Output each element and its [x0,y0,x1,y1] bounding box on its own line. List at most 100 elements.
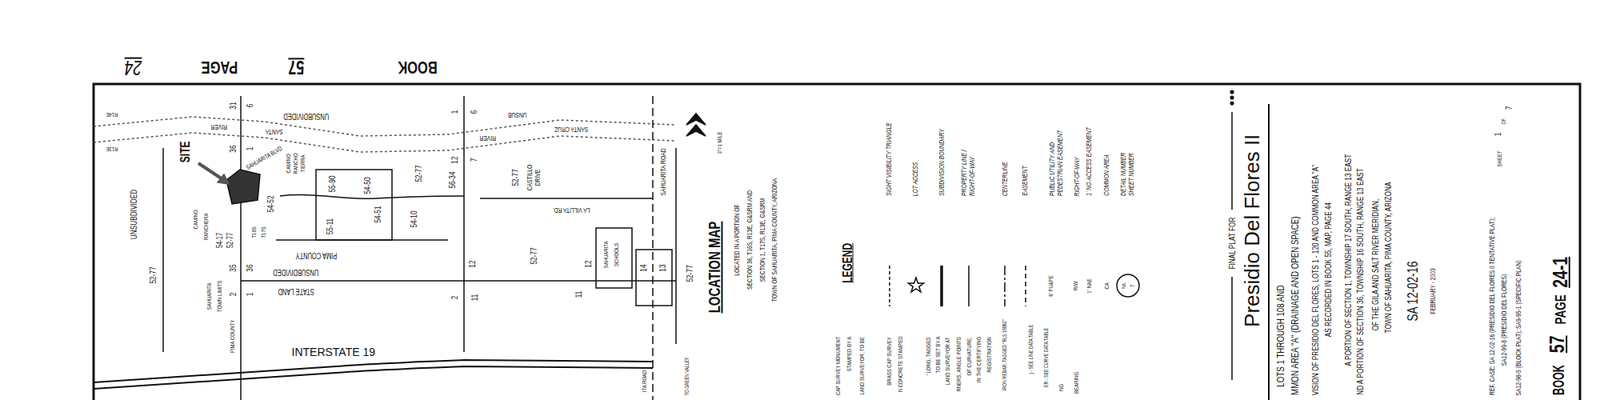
section-line [463,96,465,352]
legend-symbol [968,265,970,307]
parcel-outline [636,249,672,306]
title-block-text: AS RECORDED IN BOOK 55, MAP, PAGE 44 [1323,202,1333,337]
map-label: SANTA [264,127,283,136]
road-line [280,195,464,200]
map-heading: LOCATED IN A PORTION OF [732,204,741,276]
map-label: SAHUARITA ROAD [660,148,668,196]
legend-note: ) - SEE LINE DATA TABLE [1027,324,1034,375]
map-label: 52-77 [413,164,424,182]
legend-text: SUBDIVISION BOUNDARY [937,129,946,196]
title-block-text: OF [1500,118,1508,124]
map-label: PIMA COUNTY [229,319,237,352]
road-centerline [652,96,654,400]
map-label: STATE LAND [278,287,315,296]
map-label: TIERRA [300,154,308,172]
legend-note: ' LONG, TAGGED [925,336,933,376]
map-label: UNSUBDIVIDED [283,112,329,121]
road-line [675,148,677,344]
legend-abbreviation: No. [1120,282,1127,289]
title-block-text: SA 12-02-16 [1405,260,1422,321]
map-label: 35 [228,264,238,272]
map-label: 55-90 [327,175,337,192]
legend-note: LAND SURVEYOR, TO BE [859,336,867,395]
river-edge [93,116,676,136]
map-label: 1 [244,292,255,297]
map-label: 54-50 [362,176,372,194]
map-label: 56-34 [447,171,457,188]
map-label: T16S [251,226,259,238]
book-page-stamp: 57 [1545,335,1569,353]
map-label: 54-52 [265,195,276,212]
legend-note: REGISTRATION [986,336,994,373]
map-label: RIVER [479,133,496,142]
legend-note: BRASS CAP SURVEY [885,336,893,385]
map-label: UNSUB [508,110,528,119]
book-page-stamp: BOOK [1549,364,1568,396]
legend-symbol [1004,265,1006,307]
title-block-text: SHEET [1496,150,1504,167]
book-page-stamp: PAGE [1553,294,1570,324]
legend-abbreviation: 8' PU&PE [1048,275,1056,296]
map-label: 52-77 [148,266,158,284]
map-label: INTERSTATE 19 [292,346,376,359]
map-label: 1 [244,147,255,152]
map-heading: TOWN OF SAHUARITA, PIMA COUNTY, ARIZONA [771,178,780,303]
map-label: R14E [106,110,119,118]
map-label: 3"=1 MILE [716,131,724,154]
highway-line [93,366,653,389]
map-label: SANTA CRUZ [554,124,588,133]
map-label: R13E [106,144,119,152]
map-heading: LEGEND [840,243,855,284]
title-block-text: ND A PORTION OF SECTION 36, TOWNSHIP 16 … [1355,168,1365,396]
map-label: 6 [244,104,255,108]
sheet-border [93,84,1580,400]
map-label: SITE [178,140,193,163]
legend-text: PUBLIC UTILITY AND PEDESTRIAN EASEMENT [1048,127,1064,196]
legend-note: ER - SEE CURVE DATA TABLE [1042,328,1049,388]
map-label: SCHOOLS [613,242,621,266]
map-label: T17S [260,226,268,238]
legend-text: COMMON AREA [1103,154,1112,196]
section-line [240,280,676,282]
legend-abbreviation: 1' NAE [1085,278,1093,293]
map-label: CASTILLO [526,164,535,192]
book-page-stamp: 24-1 [1548,256,1572,288]
map-label: CAMINO [192,209,200,229]
parcel-outline [316,169,392,240]
plat-title: Presidio Del Flores II [1240,134,1264,328]
map-label: 54-17 [215,232,224,248]
legend-note: LAND SURVEYOR AT [944,336,952,385]
map-label: 11 [572,291,583,299]
title-block-text: FINAL PLAT FOR [1227,217,1237,270]
book-page-stamp: BOOK [397,57,438,77]
map-label: ITA ROAD [640,369,648,392]
legend-symbol [908,277,924,292]
title-block-text: SA12-98-5 (BLOCK PLAT); SA9-95-1 (SPECIF… [1514,260,1523,396]
legend-text: SIGHT VISIBILITY TRIANGLE [885,122,894,196]
map-label: 52-77 [684,264,695,282]
map-heading: LOCATION MAP [705,221,724,314]
title-block-text: LOTS 1 THROUGH 108 AND [1275,285,1287,388]
road-line [480,197,653,200]
title-rule [1268,104,1270,400]
dot [1230,90,1234,94]
legend-note: N CONCRETE STAMPED [897,336,905,393]
map-label: 12 [583,260,593,268]
legend-text: 1' NO ACCESS EASEMENT [1085,127,1094,196]
map-label: 13 [657,264,668,272]
map-label: 7 [468,158,479,163]
title-block-text: SA12-99-8 (PRESIDIO DEL FLORES) [1500,274,1509,367]
map-label: UNSUBDIVIDED [128,189,138,240]
map-label: 36 [228,144,238,152]
legend-text: PROPERTY LINE / RIGHT-OF-WAY [960,143,977,196]
map-label: DRIVE [534,169,543,187]
map-label: 55-11 [324,218,334,235]
legend-note: TO BE SET BY A [935,336,943,374]
legend-abbreviation: 7 [1129,284,1137,287]
legend-note: STAMPED BY A [846,336,854,372]
section-line [240,96,242,400]
legend-text: DETAIL NUMBER SHEET NUMBER [1120,148,1136,196]
map-label: PIMA COUNTY [295,251,337,260]
